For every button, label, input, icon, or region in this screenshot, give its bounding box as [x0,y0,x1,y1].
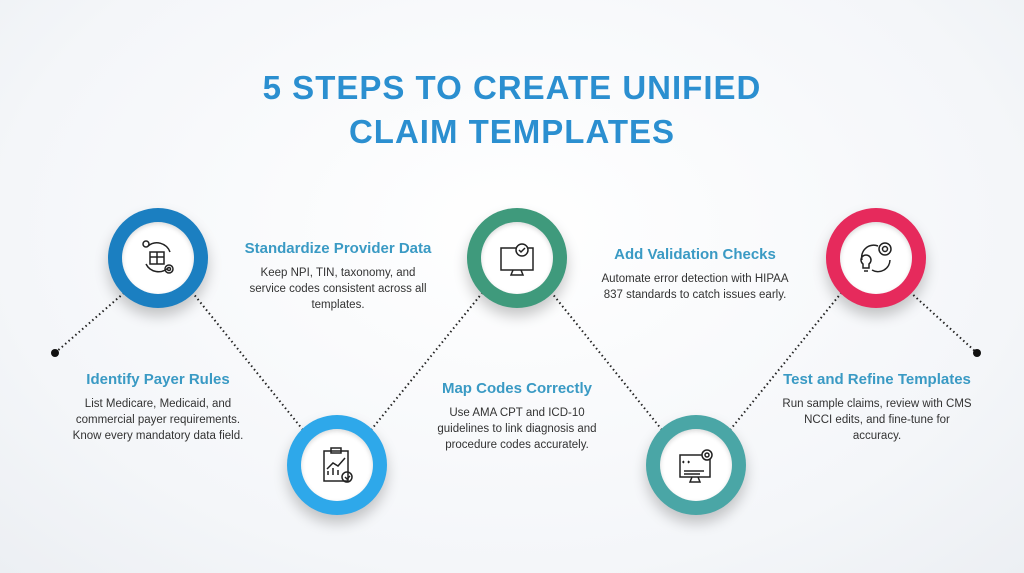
monitor-badge-check-icon [500,243,534,276]
connector-line [909,291,978,354]
step-3-circle [467,208,567,308]
step-description: Use AMA CPT and ICD-10 guidelines to lin… [437,407,597,451]
step-heading: Standardize Provider Data [244,240,432,257]
step-description: Run sample claims, review with CMS NCCI … [782,398,972,442]
step-1-text: Identify Payer Rules List Medicare, Medi… [63,370,253,444]
step-heading: Identify Payer Rules [86,371,230,388]
step-heading: Test and Refine Templates [783,371,971,388]
box-cycle-gear-icon [142,240,174,274]
bulb-cycle-gear-icon [860,242,892,273]
step-5-text: Test and Refine Templates Run sample cla… [782,370,972,444]
start-dot [51,349,59,357]
step-4-circle [646,415,746,515]
step-1-circle [108,208,208,308]
step-5-circle [826,208,926,308]
step-description: List Medicare, Medicaid, and commercial … [72,398,244,442]
step-2-circle [287,415,387,515]
step-description: Keep NPI, TIN, taxonomy, and service cod… [249,267,427,311]
page-title: 5 STEPS TO CREATE UNIFIED CLAIM TEMPLATE… [0,66,1024,154]
step-4-text: Add Validation Checks Automate error det… [600,245,790,303]
step-2-text: Standardize Provider Data Keep NPI, TIN,… [243,239,433,313]
connector-line [54,291,126,354]
step-3-text: Map Codes Correctly Use AMA CPT and ICD-… [422,379,612,453]
title-line-1: 5 STEPS TO CREATE UNIFIED [262,69,762,106]
step-description: Automate error detection with HIPAA 837 … [601,273,789,301]
step-heading: Map Codes Correctly [441,380,593,397]
end-dot [973,349,981,357]
monitor-code-gear-icon [679,449,713,483]
title-line-2: CLAIM TEMPLATES [348,113,676,150]
step-heading: Add Validation Checks [614,246,776,263]
clipboard-chart-check-icon [323,447,353,483]
